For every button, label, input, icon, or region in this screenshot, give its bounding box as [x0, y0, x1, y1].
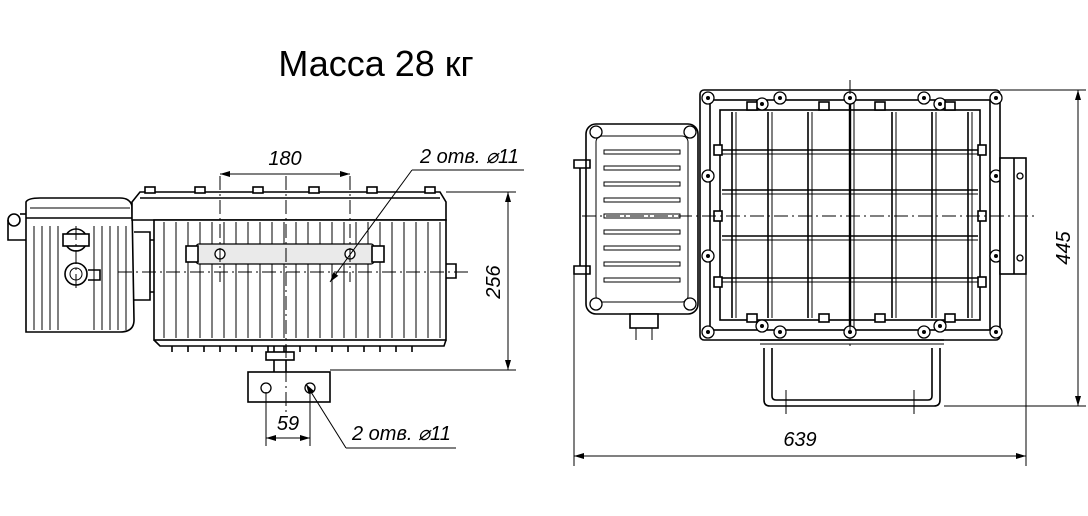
holes-top-label: 2 отв. ⌀11: [419, 146, 519, 168]
side-view: 180 2 отв. ⌀11 256 59 2 отв. ⌀11: [7, 146, 524, 449]
mounting-bracket: [247, 346, 331, 403]
dim-bracket-spacing: 59: [277, 413, 299, 435]
holes-bottom-label: 2 отв. ⌀11: [351, 423, 451, 445]
weight-title: Масса 28 кг: [278, 43, 473, 84]
front-frame: [699, 89, 1027, 341]
dimension-445: 445: [944, 89, 1086, 407]
front-terminal-box: [573, 123, 699, 340]
leader-holes-top: 2 отв. ⌀11: [329, 146, 524, 283]
front-stand: [760, 339, 944, 414]
dimension-59: 59: [265, 392, 311, 446]
main-housing: [131, 186, 457, 347]
leader-holes-bottom: 2 отв. ⌀11: [305, 383, 456, 449]
dim-width-total: 639: [783, 429, 816, 451]
front-view: 445 639: [573, 80, 1086, 466]
dimension-256: 256: [330, 191, 516, 371]
dim-height-front: 445: [1053, 230, 1075, 264]
dim-height-side: 256: [483, 264, 505, 299]
dimension-639: 639: [573, 274, 1027, 466]
dimension-180: 180: [220, 148, 350, 177]
dim-mount-spacing: 180: [268, 148, 301, 170]
